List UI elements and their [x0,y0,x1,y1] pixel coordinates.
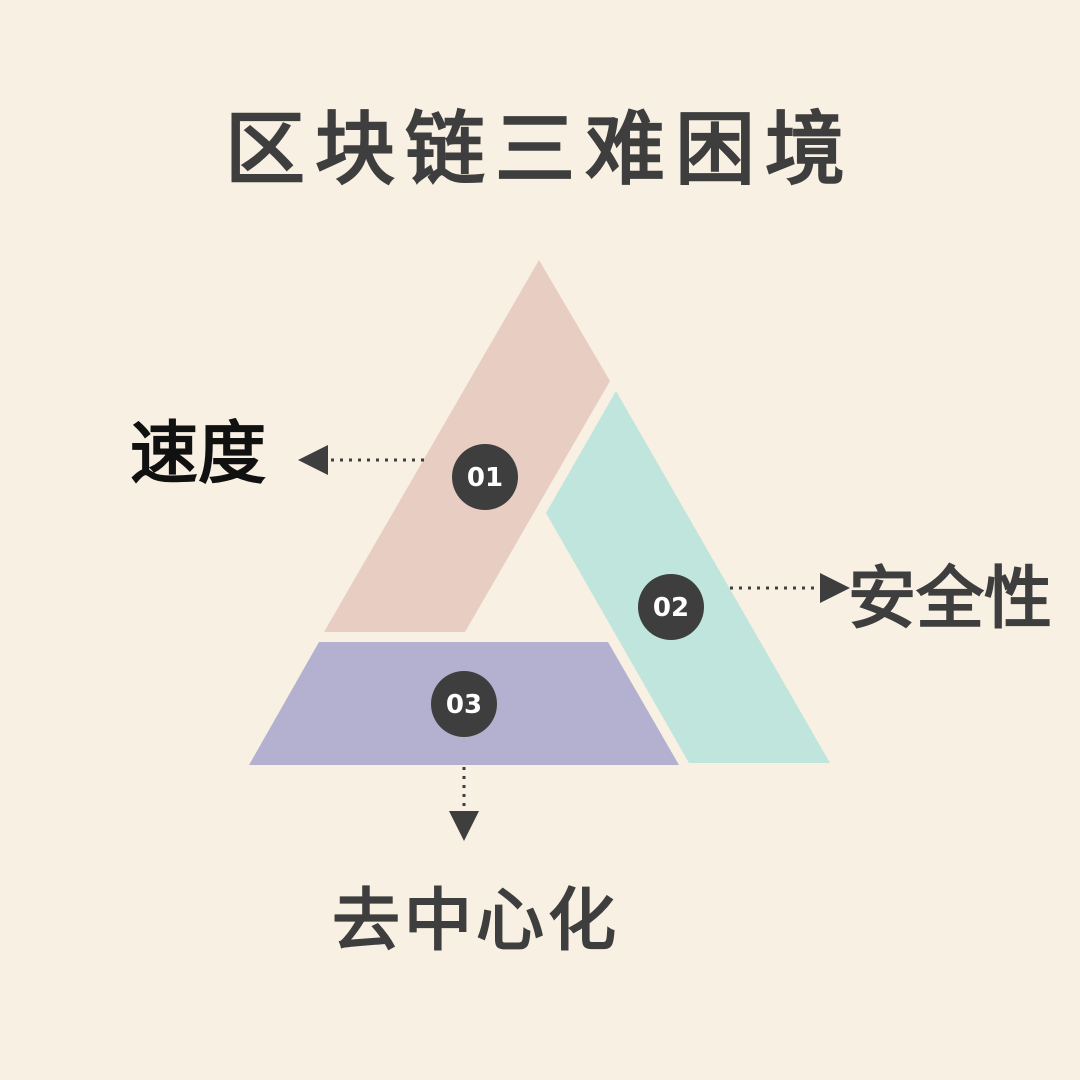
label-speed: 速度 [130,415,267,494]
label-security: 安全性 [848,560,1053,639]
page-title: 区块链三难困境 [225,103,855,196]
badge-01-text: 01 [467,463,503,493]
label-decentralization: 去中心化 [332,882,621,961]
badge-02: 02 [638,574,704,640]
badge-03: 03 [431,671,497,737]
segment-security [546,391,830,763]
segment-speed [324,260,610,632]
badge-03-text: 03 [446,690,482,720]
badge-02-text: 02 [653,593,689,623]
badge-01: 01 [452,444,518,510]
